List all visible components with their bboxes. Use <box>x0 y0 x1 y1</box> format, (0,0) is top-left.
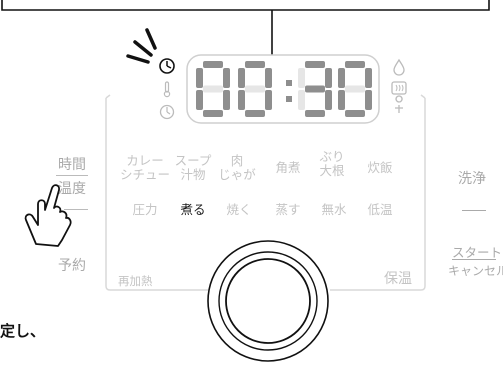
left-divider-1 <box>56 175 88 176</box>
fan-icon <box>395 95 403 113</box>
digit-1-segment-d <box>245 110 265 117</box>
digit-3-segment-b <box>365 68 372 88</box>
start-underline <box>452 259 496 260</box>
digit-2-segment-c <box>325 90 332 110</box>
digit-0-segment-c <box>223 90 230 110</box>
digit-2-segment-d <box>305 110 325 117</box>
menu-rice[interactable]: 炊飯 <box>367 160 393 175</box>
caption-text: 定し、 <box>0 322 46 340</box>
menu-buri-line1: ぶり <box>319 149 345 164</box>
digit-1-segment-b <box>265 68 272 88</box>
menu-soup[interactable]: スープ 汁物 <box>172 154 214 182</box>
clock-icon <box>159 104 175 120</box>
digit-0-segment-a <box>203 61 223 68</box>
digit-0-segment-g <box>203 85 223 93</box>
digit-1-segment-f <box>238 68 245 88</box>
thermometer-icon <box>163 81 171 98</box>
wash-button[interactable]: 洗浄 <box>458 171 486 187</box>
pointing-hand-icon <box>24 184 72 247</box>
menu-curry-line1: カレー <box>126 153 164 168</box>
menu-buri-line2: 大根 <box>319 163 345 178</box>
timer-icon <box>159 58 175 74</box>
digit-0-segment-e <box>196 90 203 110</box>
digit-1-segment-e <box>238 90 245 110</box>
menu-buri-daikon[interactable]: ぶり 大根 <box>312 150 352 178</box>
digit-2-segment-f <box>298 68 305 88</box>
menu-kakuni[interactable]: 角煮 <box>275 160 301 175</box>
digit-3-segment-d <box>345 110 365 117</box>
mode-steam[interactable]: 蒸す <box>275 202 301 217</box>
menu-curry-stew[interactable]: カレー シチュー <box>120 153 171 182</box>
drop-icon <box>393 58 405 76</box>
right-divider <box>462 210 486 211</box>
digit-2-segment-g <box>305 85 325 93</box>
digit-1-segment-a <box>245 61 265 68</box>
menu-nikujaga-line1: 肉 <box>230 153 244 168</box>
digit-2-segment-b <box>325 68 332 88</box>
temp-button[interactable]: 温度 <box>58 181 86 197</box>
display-right-icons <box>391 58 407 113</box>
menu-curry-line2: シチュー <box>120 167 171 182</box>
reserve-button[interactable]: 予約 <box>58 258 86 274</box>
mode-pressure[interactable]: 圧力 <box>132 202 158 217</box>
digit-3-segment-c <box>365 90 372 110</box>
mode-bake[interactable]: 焼く <box>226 202 252 217</box>
digit-0-segment-d <box>203 110 223 117</box>
menu-soup-line2: 汁物 <box>180 167 206 182</box>
steam-icon <box>391 81 407 95</box>
time-display <box>186 54 380 124</box>
digit-0-segment-b <box>223 68 230 88</box>
digit-3-segment-e <box>338 90 345 110</box>
menu-nikujaga-line2: じゃが <box>218 167 256 182</box>
mode-low-temp[interactable]: 低温 <box>367 202 393 217</box>
control-dial[interactable] <box>203 232 333 371</box>
cancel-button[interactable]: キャンセル <box>448 264 503 278</box>
reheat-button[interactable]: 再加熱 <box>118 274 153 288</box>
digit-3-segment-a <box>345 61 365 68</box>
time-button[interactable]: 時間 <box>58 157 86 173</box>
digit-1-segment-g <box>245 85 265 93</box>
digit-1-segment-c <box>265 90 272 110</box>
keep-warm-button[interactable]: 保温 <box>384 271 412 287</box>
menu-soup-line1: スープ <box>174 153 212 168</box>
digit-2-segment-a <box>305 61 325 68</box>
menu-nikujaga[interactable]: 肉 じゃが <box>216 154 258 182</box>
indicator-spark-icon <box>126 28 157 64</box>
mode-simmer[interactable]: 煮る <box>180 202 206 217</box>
digit-0-segment-f <box>196 68 203 88</box>
mode-waterless[interactable]: 無水 <box>321 202 347 217</box>
display-left-icons <box>159 58 175 120</box>
left-divider-2 <box>64 209 88 210</box>
digit-2-segment-e <box>298 90 305 110</box>
digit-3-segment-g <box>345 85 365 93</box>
digit-3-segment-f <box>338 68 345 88</box>
start-button[interactable]: スタート <box>452 245 503 260</box>
